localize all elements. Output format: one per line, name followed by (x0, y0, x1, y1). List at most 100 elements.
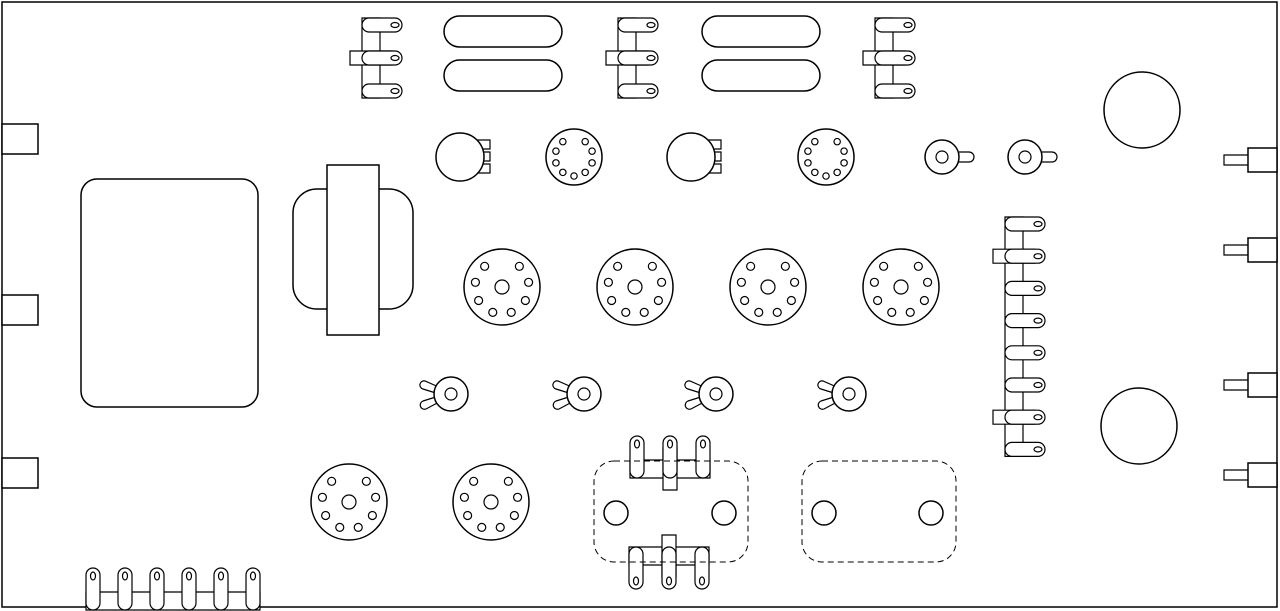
lug-hole (700, 577, 705, 585)
solder-lug (118, 568, 132, 610)
socket-pin (354, 523, 362, 531)
pot-body (667, 133, 715, 181)
socket-pin (553, 148, 559, 154)
left-tab (2, 295, 38, 325)
socket-pin (582, 169, 588, 175)
lug-hole (634, 577, 639, 585)
lug-hole (155, 572, 160, 580)
lug-hole (219, 572, 224, 580)
socket-pin (571, 173, 577, 179)
socket-center-hole (342, 495, 356, 509)
lug-hole (1034, 447, 1042, 452)
solder-lug (875, 18, 915, 32)
socket-pin (560, 169, 566, 175)
socket-pin (834, 169, 840, 175)
socket-pin (553, 160, 559, 166)
left-tab (2, 124, 38, 154)
socket-pin (648, 262, 656, 270)
socket-pin (504, 477, 512, 485)
socket-center-hole (484, 495, 498, 509)
socket-pin (475, 297, 483, 305)
socket-pin (812, 138, 818, 144)
tube-socket-octal (453, 464, 529, 540)
socket-pin (470, 477, 478, 485)
trimmer-hole (710, 388, 722, 400)
socket-pin (608, 297, 616, 305)
socket-pin (823, 173, 829, 179)
lug-hole (251, 572, 256, 580)
mounting-hole (604, 501, 628, 525)
choke-mounts (594, 461, 956, 562)
solder-lug (1005, 314, 1045, 328)
socket-pin (834, 138, 840, 144)
socket-pin (510, 512, 518, 520)
trimmer (553, 377, 601, 411)
solder-lug (246, 568, 260, 610)
solder-lug (1005, 378, 1045, 392)
lug-hole (1034, 318, 1042, 323)
solder-lug (214, 568, 228, 610)
solder-lug (875, 84, 915, 98)
socket-pin (589, 148, 595, 154)
tube-socket-octal (311, 464, 387, 540)
solder-lug (696, 436, 710, 478)
potentiometers (436, 133, 721, 181)
terminal-strip (350, 18, 402, 98)
mounting-holes (1101, 72, 1180, 464)
terminal-strip (863, 18, 915, 98)
solder-lug (618, 18, 658, 32)
left-edge-tabs (2, 124, 38, 488)
socket-pin (521, 297, 529, 305)
socket-pin (362, 477, 370, 485)
terminal-strip (86, 568, 260, 610)
socket-pin (812, 169, 818, 175)
lug-hole (1034, 222, 1042, 227)
socket-pin (741, 297, 749, 305)
rca-body (1248, 148, 1277, 172)
lug-hole (647, 56, 655, 61)
solder-lug (663, 436, 677, 478)
socket-pin (368, 512, 376, 520)
socket-pin (464, 512, 472, 520)
socket-pin (322, 512, 330, 520)
socket-pin (336, 523, 344, 531)
jack-hole (1019, 151, 1031, 163)
choke-mount (802, 461, 956, 562)
socket-pin (658, 278, 666, 286)
solder-lug (1005, 346, 1045, 360)
filter-capacitor (444, 60, 562, 91)
rca-connectors (1224, 148, 1277, 487)
solder-lug (1005, 281, 1045, 295)
socket-pin (460, 493, 468, 501)
lug-hole (1034, 383, 1042, 388)
socket-pin (755, 308, 763, 316)
socket-pin (318, 493, 326, 501)
socket-pin (654, 297, 662, 305)
choke-mount (594, 461, 748, 562)
solder-lug (1005, 442, 1045, 456)
rca-shaft (1224, 245, 1250, 255)
trimmers (420, 377, 866, 411)
potentiometer (667, 133, 721, 181)
choke-mount-outline (594, 461, 748, 562)
solder-lug (695, 547, 709, 589)
mounting-hole (812, 501, 836, 525)
rca-body (1248, 238, 1277, 262)
socket-pin (924, 278, 932, 286)
socket-pin (805, 160, 811, 166)
socket-pin (328, 477, 336, 485)
jack (925, 140, 974, 174)
solder-lug (362, 51, 402, 65)
trimmer-hole (578, 388, 590, 400)
jack (1008, 140, 1057, 174)
rca-body (1248, 373, 1277, 397)
socket-pin (496, 523, 504, 531)
socket-pin (622, 308, 630, 316)
socket-pin (640, 308, 648, 316)
filter-capacitor (702, 16, 820, 47)
tube-socket-octal (464, 249, 540, 325)
socket-pin (787, 297, 795, 305)
lug-hole (667, 577, 672, 585)
left-tab (2, 458, 38, 488)
socket-pin (515, 262, 523, 270)
